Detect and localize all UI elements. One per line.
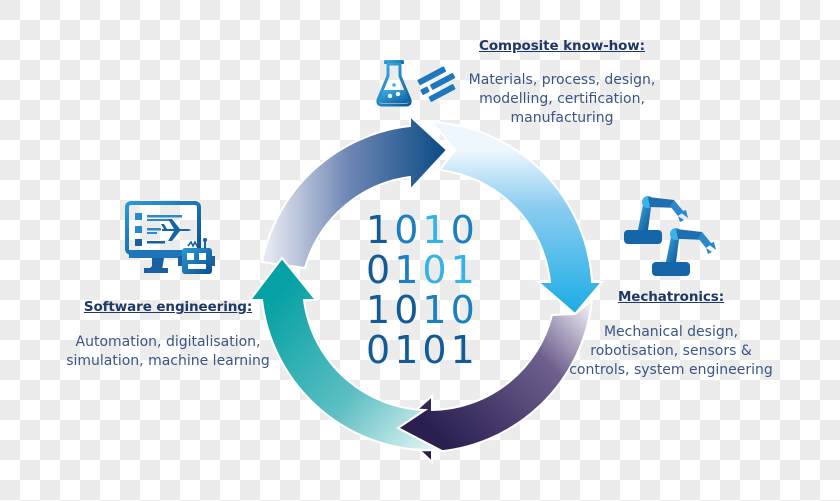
- robot-arm-2: [652, 228, 716, 276]
- label-composite: Composite know-how: Materials, process, …: [462, 38, 662, 128]
- description-software: Automation, digitalisation, simulation, …: [62, 333, 274, 371]
- binary-row-4: 0101: [366, 328, 479, 372]
- arrow-composite: [260, 113, 449, 270]
- binary-row-1: 1010: [366, 208, 479, 252]
- monitor-icon: [125, 201, 201, 273]
- description-line: robotisation, sensors &: [590, 343, 752, 359]
- arrow-integration: [394, 297, 594, 465]
- heading-software: Software engineering:: [83, 299, 253, 315]
- robot-arm-1: [624, 196, 688, 244]
- description-line: controls, system engineering: [569, 362, 773, 378]
- flask-and-fibers-icon: [376, 60, 456, 107]
- description-line: Mechanical design,: [603, 324, 739, 340]
- heading-composite: Composite know-how:: [479, 38, 645, 54]
- airplane-icon: [161, 219, 191, 241]
- label-mechatronics: Mechatronics: Mechanical design, robotis…: [566, 289, 776, 380]
- heading-mechatronics: Mechatronics:: [617, 289, 725, 305]
- binary-row-3: 1010: [366, 288, 479, 332]
- binary-code-graphic: 1010 0101 1010 0101: [366, 210, 476, 370]
- description-line: Materials, process, design,: [468, 72, 656, 88]
- description-mechatronics: Mechanical design, robotisation, sensors…: [566, 323, 776, 380]
- binary-row-2: 0101: [366, 248, 479, 292]
- description-composite: Materials, process, design, modelling, c…: [462, 71, 662, 128]
- checklist-icon: [135, 213, 182, 246]
- description-line: simulation, machine learning: [66, 353, 270, 369]
- fibers-icon: [417, 66, 456, 102]
- robot-icon: [178, 238, 215, 274]
- robotic-arms-icon: [624, 196, 716, 276]
- label-software: Software engineering: Automation, digita…: [62, 299, 274, 371]
- computer-robot-icon: [125, 201, 215, 274]
- description-line: manufacturing: [510, 110, 614, 126]
- description-line: Automation, digitalisation,: [75, 334, 261, 350]
- flask-icon: [376, 60, 412, 107]
- description-line: modelling, certification,: [479, 91, 645, 107]
- arrow-software: [247, 256, 444, 452]
- arrow-mechatronics: [429, 120, 605, 316]
